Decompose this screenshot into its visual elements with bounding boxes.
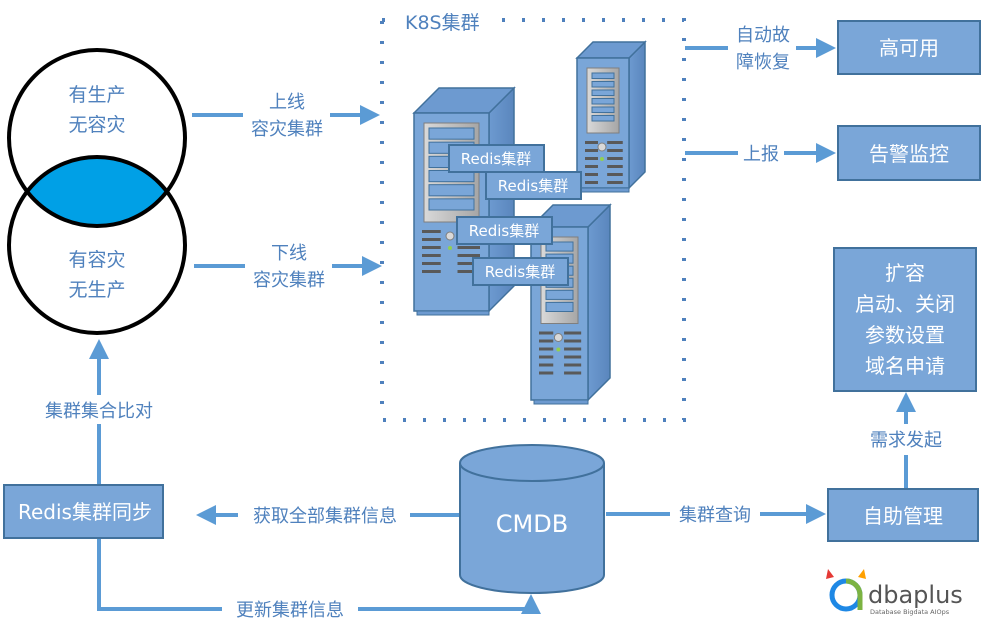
online-arrow: 上线 容灾集群 — [192, 92, 380, 140]
svg-text:Redis集群: Redis集群 — [485, 263, 555, 281]
query-label: 集群查询 — [679, 505, 751, 526]
update-line-right — [358, 594, 541, 614]
svg-text:Redis集群: Redis集群 — [498, 177, 568, 195]
venn-bottom-line2: 无生产 — [68, 279, 125, 301]
self-service-box: 自助管理 — [827, 488, 979, 542]
logo-name: dbaplus — [868, 581, 963, 609]
offline-arrow: 下线 容灾集群 — [194, 243, 382, 291]
report-arrow: 上报 — [685, 143, 836, 165]
operations-item-3: 参数设置 — [865, 323, 945, 347]
venn-top-line2: 无容灾 — [68, 114, 125, 136]
svg-text:Redis集群: Redis集群 — [469, 222, 539, 240]
cmdb-top — [459, 444, 605, 482]
venn-bottom-circle — [7, 155, 187, 335]
auto-recover-label-1: 自动故 — [736, 25, 790, 46]
offline-label-1: 下线 — [271, 243, 307, 264]
request-arrow: 需求发起 — [870, 392, 942, 488]
report-label: 上报 — [743, 144, 779, 165]
venn-bottom-line1: 有容灾 — [68, 249, 125, 271]
alert-monitor-box: 告警监控 — [837, 125, 981, 181]
redis-sync-box: Redis集群同步 — [3, 484, 164, 539]
fetch-all-arrow: 获取全部集群信息 — [196, 505, 459, 527]
offline-label-2: 容灾集群 — [253, 270, 325, 291]
query-arrow: 集群查询 — [606, 504, 826, 526]
update-arrow: 更新集群信息 — [97, 539, 541, 621]
high-availability-box: 高可用 — [837, 20, 981, 75]
k8s-title: K8S集群 — [405, 12, 480, 34]
redis-labels: Redis集群 Redis集群 Redis集群 Redis集群 — [448, 144, 582, 286]
high-availability-label: 高可用 — [879, 36, 939, 60]
auto-recover-arrow: 自动故 障恢复 — [685, 25, 836, 73]
k8s-dotted-border — [380, 18, 686, 422]
venn-diagram: 有生产 无容灾 有容灾 无生产 — [7, 48, 187, 335]
venn-top-circle — [7, 48, 187, 228]
operations-item-1: 扩容 — [885, 261, 925, 285]
logo-ring-green — [845, 578, 863, 610]
auto-recover-label-2: 障恢复 — [736, 52, 790, 73]
operations-box: 扩容 启动、关闭 参数设置 域名申请 — [833, 247, 977, 392]
self-service-label: 自助管理 — [863, 504, 943, 528]
compare-arrow: 集群集合比对 — [45, 339, 153, 484]
online-label-2: 容灾集群 — [251, 119, 323, 140]
venn-top-line1: 有生产 — [68, 84, 125, 106]
alert-monitor-label: 告警监控 — [869, 142, 949, 166]
redis-label-1: Redis集群 — [448, 144, 545, 173]
update-line-left — [97, 539, 222, 611]
redis-label-4: Redis集群 — [472, 257, 569, 286]
venn-overlap — [9, 157, 185, 226]
cmdb-body — [459, 463, 605, 594]
dbaplus-logo: dbaplus Database Bigdata AIOps — [826, 569, 963, 616]
update-label: 更新集群信息 — [236, 600, 344, 621]
redis-sync-label: Redis集群同步 — [18, 500, 152, 524]
k8s-title-bg — [398, 8, 498, 34]
request-label: 需求发起 — [870, 430, 942, 451]
redis-label-3: Redis集群 — [456, 216, 553, 245]
server-tower-right-top — [575, 40, 647, 193]
operations-item-2: 启动、关闭 — [855, 292, 955, 316]
logo-ear-right — [858, 569, 866, 579]
k8s-cluster-boundary: K8S集群 — [380, 8, 686, 422]
logo-ear-left — [826, 569, 834, 579]
logo-tagline: Database Bigdata AIOps — [870, 608, 950, 616]
svg-text:Redis集群: Redis集群 — [461, 150, 531, 168]
cmdb-database: CMDB — [459, 444, 605, 594]
online-label-1: 上线 — [269, 92, 305, 113]
operations-item-4: 域名申请 — [865, 354, 945, 378]
fetch-all-label: 获取全部集群信息 — [253, 506, 397, 527]
compare-label: 集群集合比对 — [45, 401, 153, 422]
redis-label-2: Redis集群 — [485, 171, 582, 200]
cmdb-label: CMDB — [496, 510, 568, 538]
